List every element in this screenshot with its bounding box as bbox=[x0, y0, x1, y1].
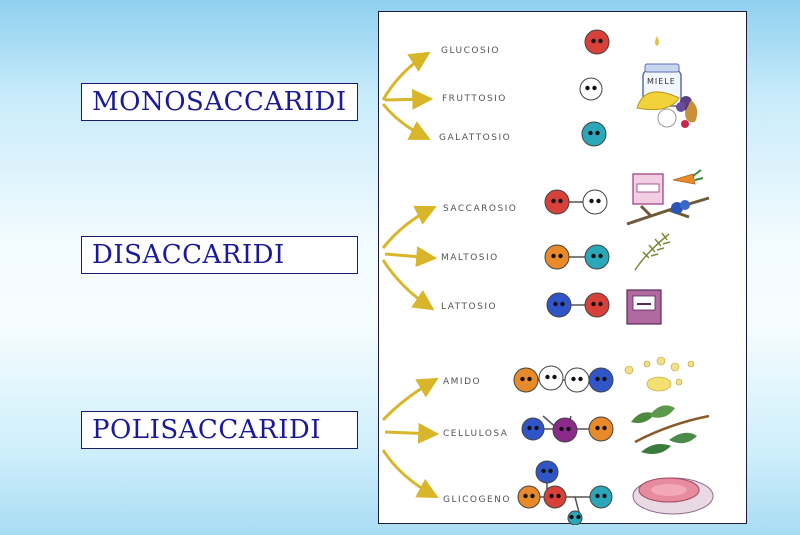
arrow-glicogeno bbox=[381, 449, 439, 498]
arrow-amido bbox=[381, 377, 439, 422]
label-glicogeno: GLICOGENO bbox=[443, 495, 511, 505]
glucose-unit bbox=[584, 244, 610, 270]
starch-unit bbox=[588, 367, 614, 393]
saccharide-diagram: GLUCOSIO FRUTTOSIO GALATTOSIO SACCAROSIO… bbox=[381, 29, 714, 525]
glycogen-unit bbox=[517, 485, 541, 509]
starch-unit bbox=[513, 367, 539, 393]
wheat-drawing bbox=[634, 232, 671, 271]
fructose-molecule bbox=[579, 77, 603, 101]
arrow-cellulosa bbox=[384, 422, 440, 444]
arrow-galattosio bbox=[381, 103, 431, 140]
honey-fruit-drawing: MIELE bbox=[636, 36, 698, 128]
glycogen-unit bbox=[567, 510, 583, 525]
starch-unit bbox=[564, 367, 590, 393]
starch-grains-drawing bbox=[624, 356, 695, 392]
label-fruttosio: FRUTTOSIO bbox=[442, 94, 507, 104]
glucose-unit bbox=[544, 189, 570, 215]
label-cellulosa: CELLULOSA bbox=[443, 429, 508, 439]
meat-drawing bbox=[632, 477, 714, 515]
category-monosaccaridi: MONOSACCARIDI bbox=[81, 83, 358, 121]
glycogen-unit bbox=[589, 485, 613, 509]
label-amido: AMIDO bbox=[443, 377, 481, 387]
glucose-unit bbox=[584, 292, 610, 318]
arrow-saccarosio bbox=[381, 205, 437, 249]
glucose-molecule bbox=[584, 29, 610, 55]
cellulose-unit bbox=[521, 417, 545, 441]
cellulose-unit bbox=[552, 417, 578, 443]
glucose-unit bbox=[544, 244, 570, 270]
arrow-maltosio bbox=[384, 246, 438, 268]
starch-unit bbox=[538, 365, 564, 391]
galactose-molecule bbox=[581, 121, 607, 147]
glycogen-unit bbox=[543, 485, 567, 509]
arrow-lattosio bbox=[381, 259, 435, 311]
category-polisaccaridi: POLISACCARIDI bbox=[81, 411, 358, 449]
mono-arrows bbox=[381, 51, 434, 140]
galactose-unit bbox=[546, 292, 572, 318]
label-saccarosio: SACCAROSIO bbox=[443, 204, 517, 214]
category-label: MONOSACCARIDI bbox=[92, 87, 347, 117]
label-lattosio: LATTOSIO bbox=[441, 302, 497, 312]
category-label: DISACCARIDI bbox=[92, 240, 285, 270]
fructose-unit bbox=[582, 189, 608, 215]
label-maltosio: MALTOSIO bbox=[441, 253, 499, 263]
di-arrows bbox=[381, 205, 438, 311]
label-galattosio: GALATTOSIO bbox=[439, 133, 511, 143]
molecules bbox=[513, 29, 614, 525]
illustration-panel: GLUCOSIO FRUTTOSIO GALATTOSIO SACCAROSIO… bbox=[378, 11, 747, 525]
honey-jar-label: MIELE bbox=[647, 77, 676, 86]
category-label: POLISACCARIDI bbox=[92, 415, 321, 445]
arrow-fruttosio bbox=[384, 88, 434, 110]
cellulose-unit bbox=[588, 416, 614, 442]
leaves-drawing bbox=[631, 405, 710, 454]
arrow-glucosio bbox=[381, 51, 431, 101]
milk-carton-drawing bbox=[626, 289, 662, 325]
poli-arrows bbox=[381, 377, 440, 498]
category-disaccaridi: DISACCARIDI bbox=[81, 236, 358, 274]
sugar-box-carrot-drawing bbox=[626, 169, 710, 226]
glycogen-unit bbox=[535, 460, 559, 484]
label-glucosio: GLUCOSIO bbox=[441, 46, 500, 56]
